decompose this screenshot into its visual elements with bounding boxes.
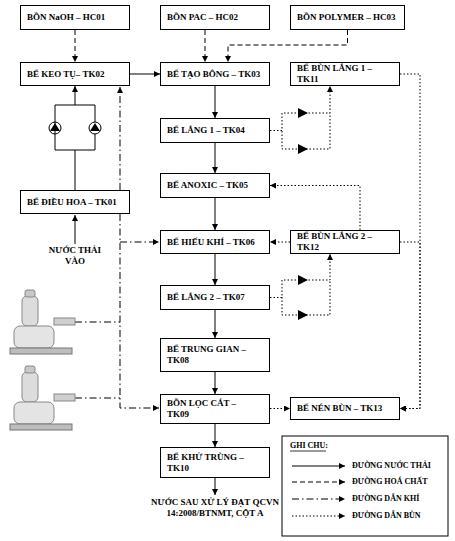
flow-connector [270, 186, 360, 231]
process-box: BỒN NaOH – HC01 [20, 5, 130, 30]
flow-connector [215, 310, 216, 338]
box-label: BỂ BÙN LẮNG 2 – TK12 [297, 231, 393, 253]
box-label: BỂ ANOXIC – TK05 [167, 180, 248, 191]
box-label: BỂ TẠO BÔNG – TK03 [167, 69, 260, 80]
flow-label: NƯỚC THẢI VÀO [45, 245, 105, 267]
process-box: BỂ ANOXIC – TK05 [160, 173, 270, 198]
flow-connector [270, 254, 330, 298]
flow-connector [55, 86, 75, 190]
process-box: BỂ TRUNG GIAN – TK08 [160, 338, 270, 372]
pump-branch [282, 280, 330, 315]
flow-connector [215, 372, 216, 394]
box-label: BỂ KHỬ TRÙNG – TK10 [167, 452, 247, 474]
legend-sample-sludge [292, 516, 345, 517]
process-box: BỂ LẮNG 2 – TK07 [160, 285, 270, 310]
legend-title: GHI CHU: [290, 440, 350, 451]
process-box: BỂ TẠO BÔNG – TK03 [160, 62, 270, 86]
flow-connector [205, 30, 206, 62]
flow-connector [215, 86, 216, 118]
flow-connector [270, 86, 330, 131]
legend-title-underline [290, 451, 326, 452]
box-label: BỒN POLYMER – HC03 [297, 12, 395, 23]
process-box: BỂ ĐIỀU HOA – TK01 [20, 190, 130, 214]
flow-connector [130, 74, 160, 75]
flow-connector [228, 30, 348, 62]
box-label: BỂ TRUNG GIAN – TK08 [167, 344, 255, 366]
process-box: BỂ NÉN BÙN – TK13 [290, 397, 400, 420]
process-box: BỂ HIẾU KHÍ – TK06 [160, 230, 270, 254]
box-label: BỒN PAC – HC02 [167, 12, 238, 23]
flow-connector [75, 30, 76, 62]
pump-branch [282, 113, 330, 149]
box-label: BỂ BÙN LẮNG 1 – TK11 [297, 63, 393, 85]
legend-entry: ĐƯỜNG NƯỚC THẢI [352, 461, 431, 471]
flow-connector [215, 424, 216, 447]
flow-label: NƯỚC SAU XỬ LÝ ĐẠT QCVN 14:2008/BTNMT, C… [130, 497, 300, 519]
blower-illustration [10, 366, 75, 430]
process-box: BỂ KHỬ TRÙNG – TK10 [160, 447, 270, 478]
process-box: BỂ LẮNG 1 – TK04 [160, 118, 270, 143]
flow-connector [215, 198, 216, 230]
box-label: BỂ NÉN BÙN – TK13 [297, 403, 382, 414]
process-box: BỂ KEO TỤ– TK02 [20, 62, 130, 86]
pump-symbol [298, 275, 308, 320]
process-box: BỒN POLYMER – HC03 [290, 5, 405, 30]
inflow-arrow [75, 215, 76, 244]
legend-entry: ĐƯỜNG DẪN BÙN [352, 511, 421, 521]
flow-connector [215, 143, 216, 173]
legend-sample-water [292, 466, 345, 467]
box-label: BỒN NaOH – HC01 [27, 12, 105, 23]
process-box: BỒN PAC – HC02 [160, 5, 270, 30]
box-label: BỂ LẮNG 1 – TK04 [167, 125, 245, 136]
box-label: BỒN LỌC CÁT – TK09 [167, 398, 247, 420]
pump-symbol [49, 122, 101, 134]
process-box: BỒN LỌC CÁT – TK09 [160, 394, 270, 424]
outflow-arrow [215, 478, 216, 495]
flow-connector [400, 74, 420, 409]
process-box: BỂ BÙN LẮNG 1 – TK11 [290, 62, 400, 86]
flow-connector [215, 254, 216, 285]
box-label: BỂ KEO TỤ– TK02 [27, 69, 104, 80]
legend-entry: ĐƯỜNG HOÁ CHẤT [352, 477, 428, 487]
legend-sample-chemical [292, 482, 345, 483]
box-label: BỂ ĐIỀU HOA – TK01 [27, 197, 117, 208]
flow-connector [270, 242, 290, 243]
legend-frame [282, 436, 448, 536]
flow-connector [270, 408, 290, 409]
legend-sample-air [292, 499, 345, 500]
legend-entry: ĐƯỜNG DẪN KHÍ [352, 494, 419, 504]
box-label: BỂ HIẾU KHÍ – TK06 [167, 237, 255, 248]
process-box: BỂ BÙN LẮNG 2 – TK12 [290, 230, 400, 254]
box-label: BỂ LẮNG 2 – TK07 [167, 292, 245, 303]
blower-illustration [10, 290, 75, 354]
pump-symbol [298, 108, 308, 154]
flow-connector [400, 242, 420, 409]
